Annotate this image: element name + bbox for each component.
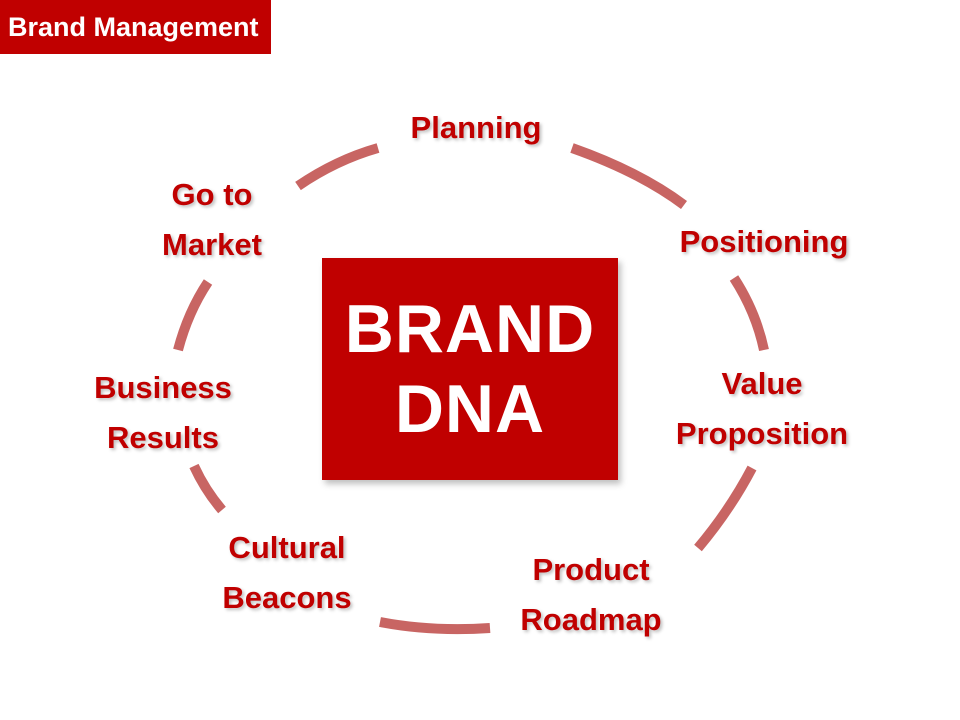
- center-line-2: DNA: [394, 371, 546, 447]
- stage-planning: Planning: [411, 103, 542, 153]
- stage-product-line2: Roadmap: [520, 602, 662, 637]
- stage-business-results: Business Results: [94, 363, 232, 463]
- stage-gotomarket-line2: Market: [162, 227, 262, 262]
- stage-gotomarket-line1: Go to: [171, 177, 253, 212]
- brand-dna-box: BRAND DNA: [322, 258, 618, 480]
- ring-arc-product-cultural: [379, 617, 491, 635]
- stage-value-proposition: Value Proposition: [676, 359, 848, 459]
- stage-product-line1: Product: [532, 552, 650, 587]
- ring-arc-planning-positioning: [570, 143, 687, 210]
- stage-product-roadmap: Product Roadmap: [520, 545, 661, 645]
- ring-arc-business-gotomarket: [173, 279, 213, 352]
- ring-arc-value-product: [694, 465, 757, 552]
- center-line-1: BRAND: [344, 291, 596, 367]
- ring-arc-gotomarket-planning: [295, 143, 380, 191]
- header-title: Brand Management: [0, 0, 271, 54]
- stage-business-line2: Results: [107, 420, 219, 455]
- stage-cultural-line2: Beacons: [222, 580, 352, 615]
- stage-cultural-beacons: Cultural Beacons: [222, 523, 351, 623]
- stage-positioning: Positioning: [680, 217, 849, 267]
- ring-arc-positioning-value: [729, 275, 769, 352]
- stage-business-line1: Business: [94, 370, 232, 405]
- stage-value-line2: Proposition: [675, 416, 849, 451]
- stage-cultural-line1: Cultural: [228, 530, 346, 565]
- stage-planning-line1: Planning: [410, 110, 542, 145]
- stage-positioning-line1: Positioning: [679, 224, 849, 259]
- stage-go-to-market: Go to Market: [162, 170, 262, 270]
- ring-arc-cultural-business: [189, 463, 226, 514]
- stage-value-line1: Value: [721, 366, 803, 401]
